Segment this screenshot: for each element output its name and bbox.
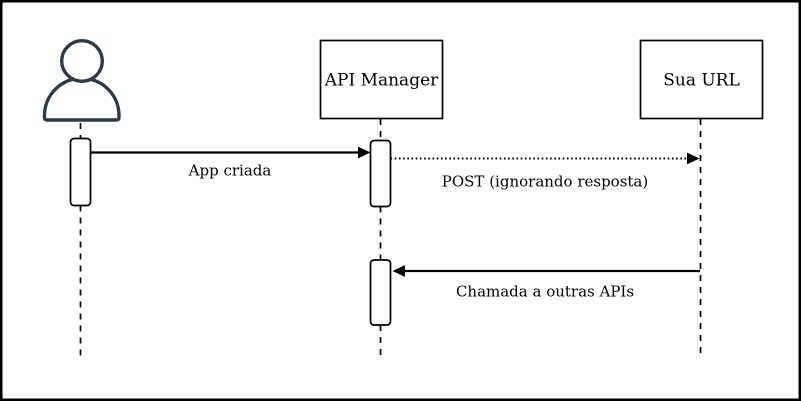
arrowhead-left-icon <box>392 265 405 277</box>
arrowhead-right-icon <box>358 146 371 159</box>
activation-bar-api-manager-2 <box>369 259 392 326</box>
lifelines <box>79 119 702 358</box>
message-chamada-a-outras-apis: Chamada a outras APIs <box>392 265 700 301</box>
activation-bars <box>69 137 392 326</box>
message-app-criada: App criada <box>90 146 371 180</box>
actor-head <box>60 39 104 83</box>
participant-label-sua-url: Sua URL <box>663 71 740 91</box>
participant-box-api-manager <box>319 39 444 120</box>
message-label: App criada <box>188 162 272 180</box>
message-label: Chamada a outras APIs <box>456 283 634 301</box>
actor-icon <box>42 39 121 122</box>
participant-box-sua-url <box>639 39 764 120</box>
participant-boxes: API Manager Sua URL <box>319 39 764 120</box>
message-post-ignorando-resposta: POST (ignorando resposta) <box>390 152 700 191</box>
participant-label-api-manager: API Manager <box>324 71 439 91</box>
activation-bar-user <box>69 137 92 207</box>
arrowhead-right-icon <box>687 152 700 165</box>
activation-bar-api-manager-1 <box>369 139 392 208</box>
message-label: POST (ignorando resposta) <box>442 173 648 191</box>
